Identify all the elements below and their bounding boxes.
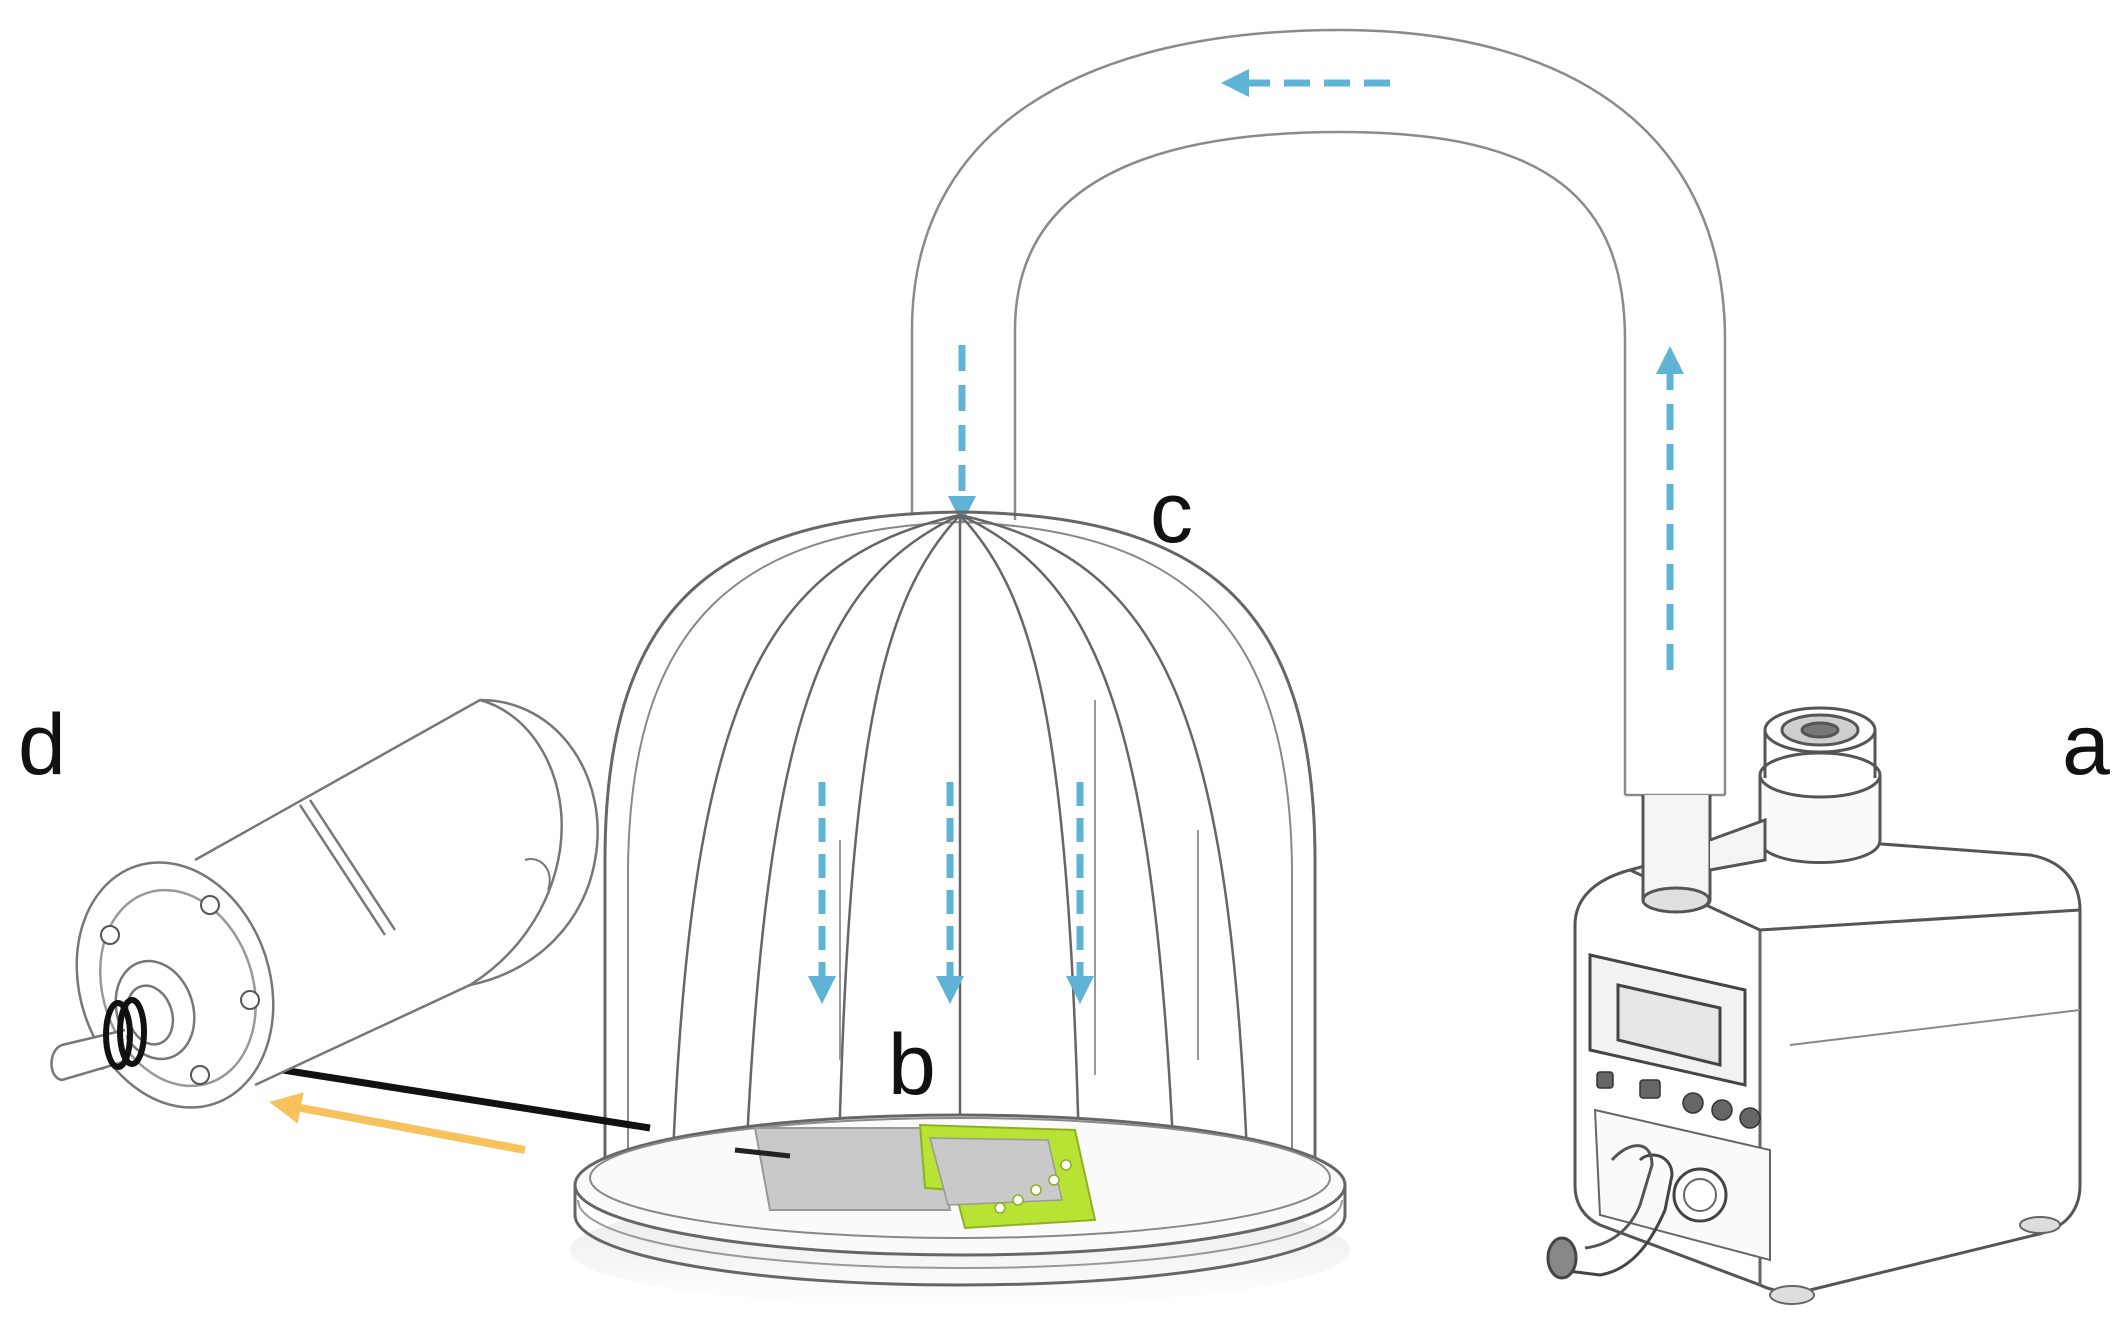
humidifier-pump: [1546, 706, 2082, 1305]
pull-arrow: [269, 1092, 526, 1154]
label-a: a: [2062, 697, 2110, 793]
hose: [910, 28, 1727, 797]
airflow-arrows-hose: [948, 69, 1684, 670]
label-c: c: [1150, 465, 1193, 561]
sample: [734, 1123, 1097, 1230]
motor: [50, 698, 599, 1109]
bell-jar: [603, 510, 1317, 1195]
label-d: d: [18, 697, 66, 793]
sample-gray-film: [753, 1127, 952, 1211]
label-b: b: [888, 1017, 936, 1113]
cable-coil: [103, 997, 147, 1070]
airflow-arrows-jar: [808, 782, 1094, 1004]
